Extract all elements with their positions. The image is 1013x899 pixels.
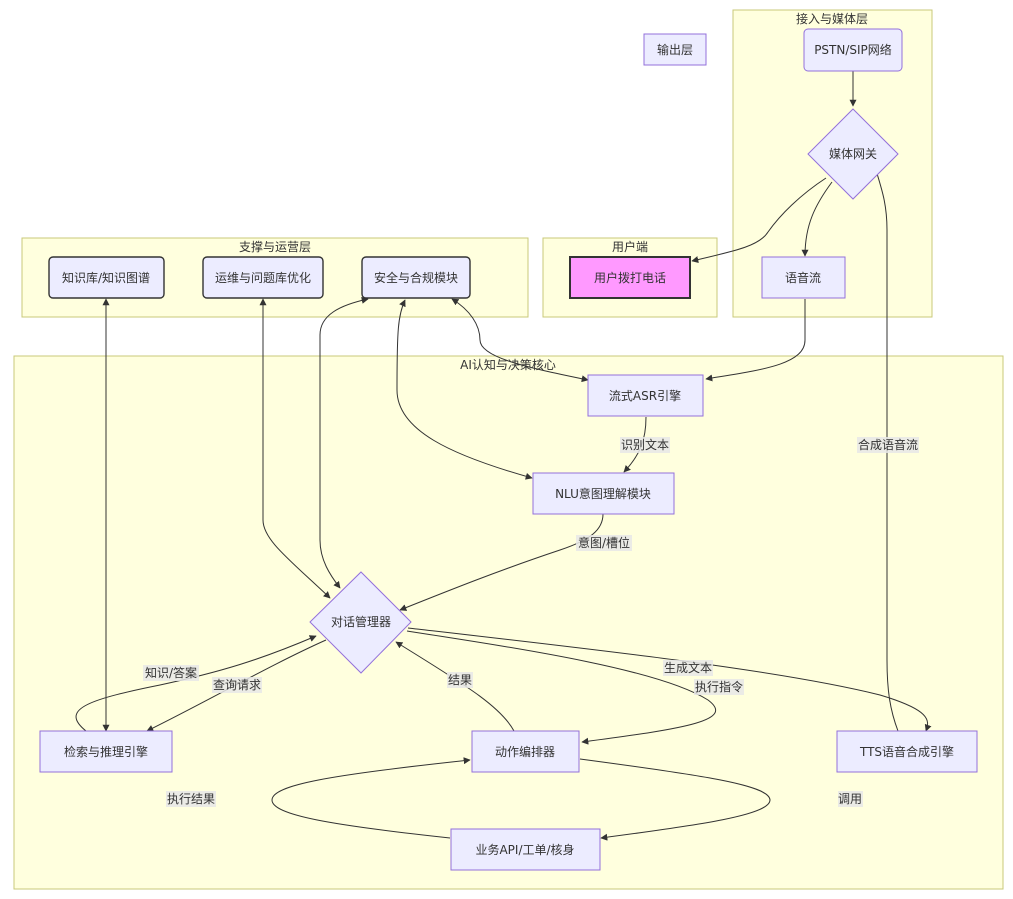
node-label-business-api: 业务API/工单/核身 — [475, 842, 574, 857]
edge-label-result: 结果 — [447, 672, 473, 688]
cluster-label-access-media: 接入与媒体层 — [796, 11, 868, 26]
node-output-layer[interactable]: 输出层 — [643, 33, 707, 66]
node-label-pstn: PSTN/SIP网络 — [814, 42, 892, 57]
edge-label-text: 意图/槽位 — [578, 535, 630, 550]
edge-label-recognized-text: 识别文本 — [620, 437, 670, 453]
cluster-label-support-ops: 支撑与运营层 — [239, 239, 311, 254]
node-ops-optimization[interactable]: 运维与问题库优化 — [202, 256, 324, 299]
node-label-output-layer: 输出层 — [657, 42, 693, 57]
edge-orchestrator-dialog — [395, 641, 515, 732]
edge-label-text: 生成文本 — [664, 660, 712, 675]
node-label-retrieval: 检索与推理引擎 — [64, 744, 148, 759]
node-label-action-orchestrator: 动作编排器 — [495, 744, 555, 759]
edge-label-text: 结果 — [448, 673, 472, 687]
node-label-voice-stream: 语音流 — [785, 270, 821, 285]
edge-label-query-request: 查询请求 — [212, 677, 262, 693]
edge-nlu-dialog — [399, 513, 604, 611]
node-security[interactable]: 安全与合规模块 — [361, 256, 471, 299]
node-pstn[interactable]: PSTN/SIP网络 — [803, 28, 903, 72]
node-asr[interactable]: 流式ASR引擎 — [587, 374, 704, 417]
edge-label-synth-stream: 合成语音流 — [857, 437, 919, 453]
node-tts[interactable]: TTS语音合成引擎 — [836, 730, 978, 773]
node-voice-stream[interactable]: 语音流 — [761, 256, 846, 299]
node-action-orchestrator[interactable]: 动作编排器 — [471, 730, 580, 773]
edge-voice-asr — [705, 299, 806, 382]
node-media-gateway[interactable]: 媒体网关 — [807, 108, 899, 200]
edge-orchestrator-api — [579, 758, 771, 841]
edges — [75, 71, 932, 841]
edge-label-text: 执行结果 — [167, 792, 215, 806]
edge-dialog-orchestrator — [406, 630, 717, 745]
edge-api-orchestrator — [271, 757, 471, 839]
edge-label-execute-command: 执行指令 — [694, 679, 744, 695]
edge-label-text: 查询请求 — [213, 678, 261, 692]
cluster-ai-core: AI认知与决策核心 — [13, 355, 1004, 890]
edge-security-nlu — [396, 299, 533, 480]
node-business-api[interactable]: 业务API/工单/核身 — [450, 828, 601, 871]
edge-gateway-user — [691, 177, 827, 264]
node-label-asr: 流式ASR引擎 — [609, 388, 681, 403]
node-dialog-manager[interactable]: 对话管理器 — [309, 571, 412, 674]
node-user-call[interactable]: 用户拨打电话 — [569, 256, 691, 299]
edge-ops-dialog — [259, 298, 331, 599]
edge-retrieval-dialog — [75, 635, 317, 732]
node-label-tts: TTS语音合成引擎 — [859, 744, 954, 759]
edge-dialog-tts — [407, 627, 932, 732]
node-label-media-gateway: 媒体网关 — [829, 147, 877, 161]
node-label-ops-optimization: 运维与问题库优化 — [215, 270, 311, 285]
edge-label-text: 识别文本 — [621, 437, 669, 452]
edge-label-text: 知识/答案 — [145, 665, 197, 680]
edge-label-text: 合成语音流 — [858, 437, 918, 452]
node-retrieval[interactable]: 检索与推理引擎 — [39, 730, 173, 773]
node-label-user-call: 用户拨打电话 — [594, 270, 666, 285]
node-nlu[interactable]: NLU意图理解模块 — [532, 472, 675, 515]
node-label-nlu: NLU意图理解模块 — [555, 486, 651, 501]
edge-label-text: 执行指令 — [695, 679, 743, 694]
edge-label-intent-slot: 意图/槽位 — [576, 535, 632, 551]
cluster-label-user-side: 用户端 — [612, 239, 648, 254]
edge-label-text: 调用 — [838, 792, 862, 806]
node-label-dialog-manager: 对话管理器 — [331, 614, 391, 629]
node-knowledge-base[interactable]: 知识库/知识图谱 — [48, 256, 165, 299]
edge-label-generate-text: 生成文本 — [663, 660, 713, 676]
edge-gateway-voice — [801, 181, 833, 257]
edge-label-knowledge-answer: 知识/答案 — [143, 665, 199, 681]
node-label-security: 安全与合规模块 — [374, 270, 458, 285]
node-label-knowledge-base: 知识库/知识图谱 — [62, 270, 150, 285]
edge-label-invoke: 调用 — [838, 791, 863, 807]
edge-label-exec-result: 执行结果 — [166, 791, 216, 807]
